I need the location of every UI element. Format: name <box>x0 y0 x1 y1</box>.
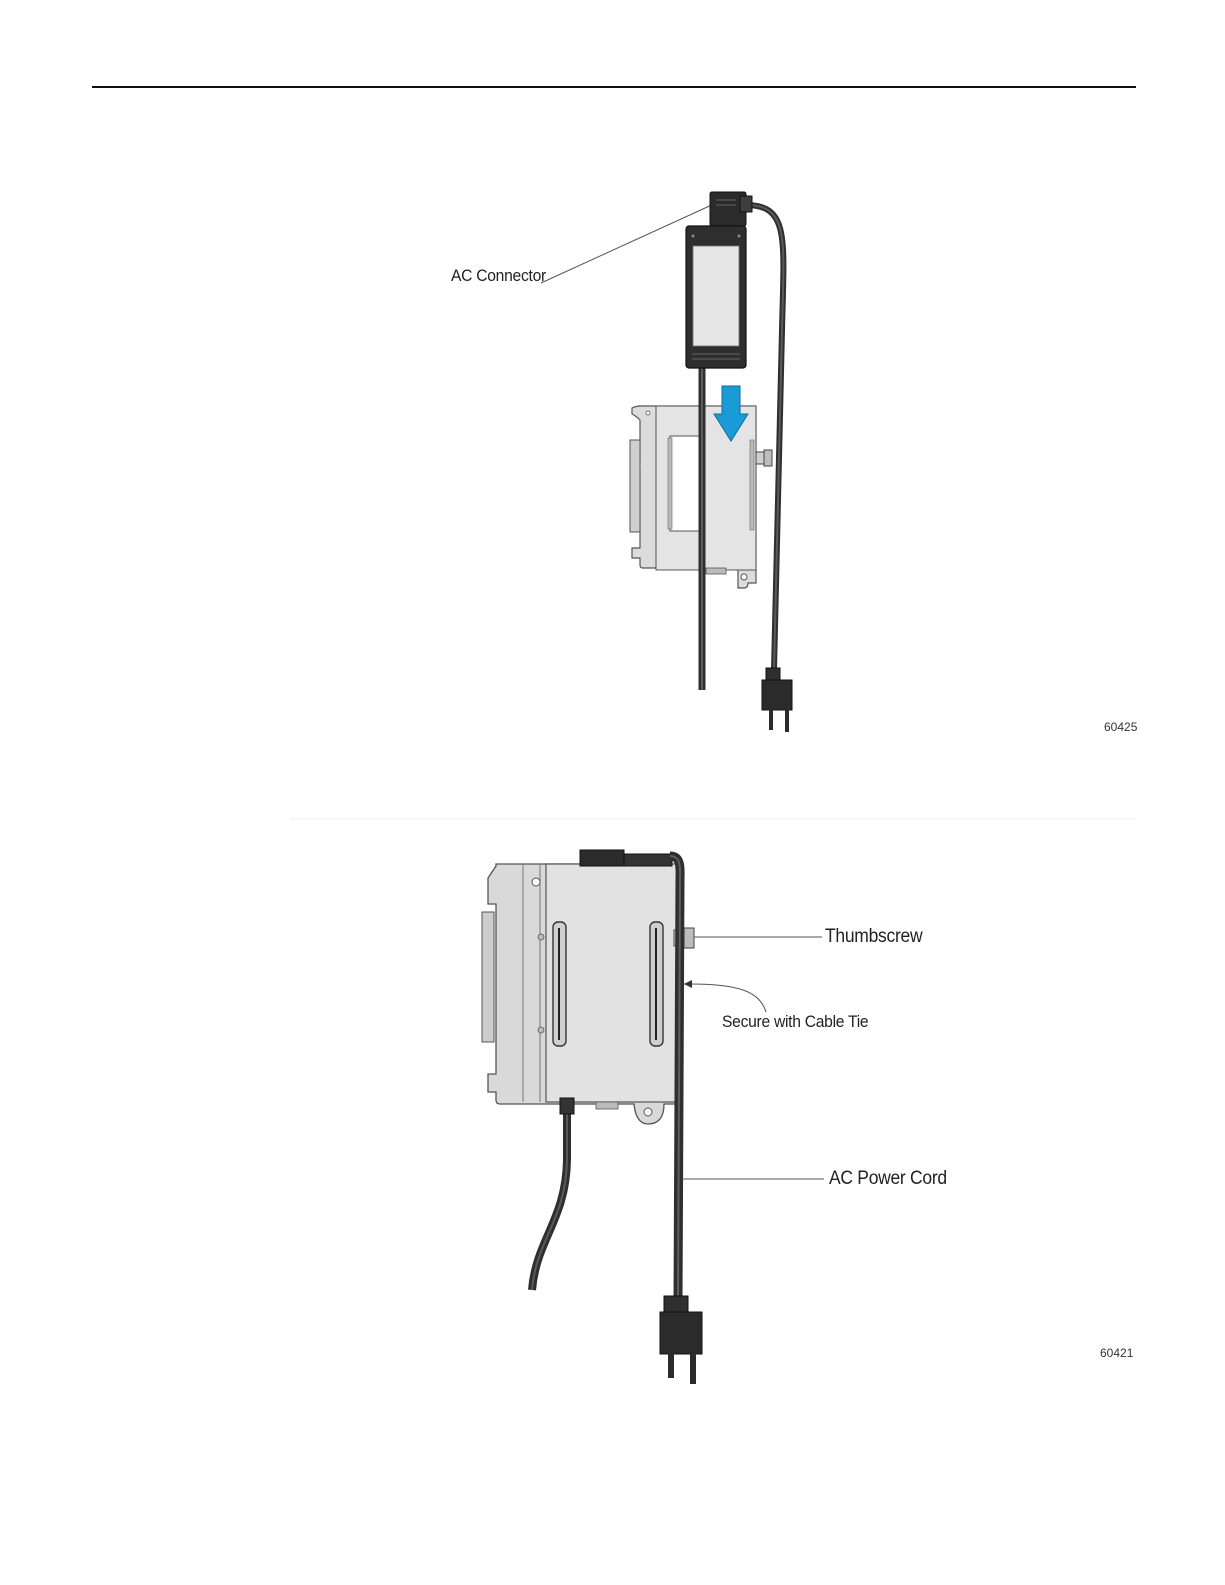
mounting-bracket-2 <box>482 850 694 1124</box>
cable-tie-leader-line <box>690 984 766 1012</box>
ac-plug-2 <box>660 1296 702 1384</box>
figure-2-number: 60421 <box>1100 1346 1133 1360</box>
power-cord-callout: AC Power Cord <box>829 1168 947 1190</box>
cable-tie-callout: Secure with Cable Tie <box>722 1012 868 1032</box>
thumbscrew-callout: Thumbscrew <box>825 926 922 948</box>
